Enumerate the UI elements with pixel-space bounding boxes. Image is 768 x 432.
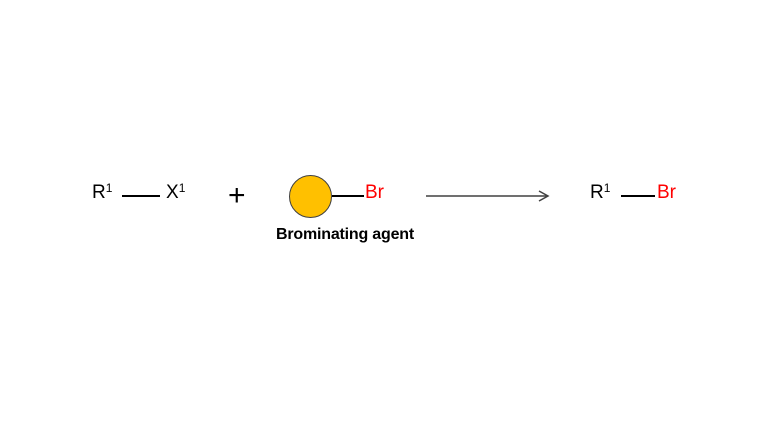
product-bond-line: [621, 195, 655, 197]
product-r-label: R1: [590, 181, 611, 203]
reaction-arrow-icon: [426, 190, 550, 202]
reactant-x-label: X1: [166, 181, 186, 203]
reactant-r-superscript: 1: [105, 181, 113, 195]
reactant-x-base: X: [166, 182, 179, 203]
plus-sign: +: [228, 179, 246, 212]
brominating-agent-circle: [289, 175, 332, 218]
reactant-x-superscript: 1: [178, 181, 186, 195]
product-br-label: Br: [657, 182, 676, 203]
product-r-superscript: 1: [603, 181, 611, 195]
brominating-agent-caption: Brominating agent: [276, 226, 414, 243]
reactant-bond-line: [122, 195, 160, 197]
reactant-r-base: R: [92, 182, 106, 203]
agent-br-label: Br: [365, 182, 384, 203]
agent-bond-line: [332, 195, 364, 197]
product-r-base: R: [590, 182, 604, 203]
reactant-r-label: R1: [92, 181, 113, 203]
